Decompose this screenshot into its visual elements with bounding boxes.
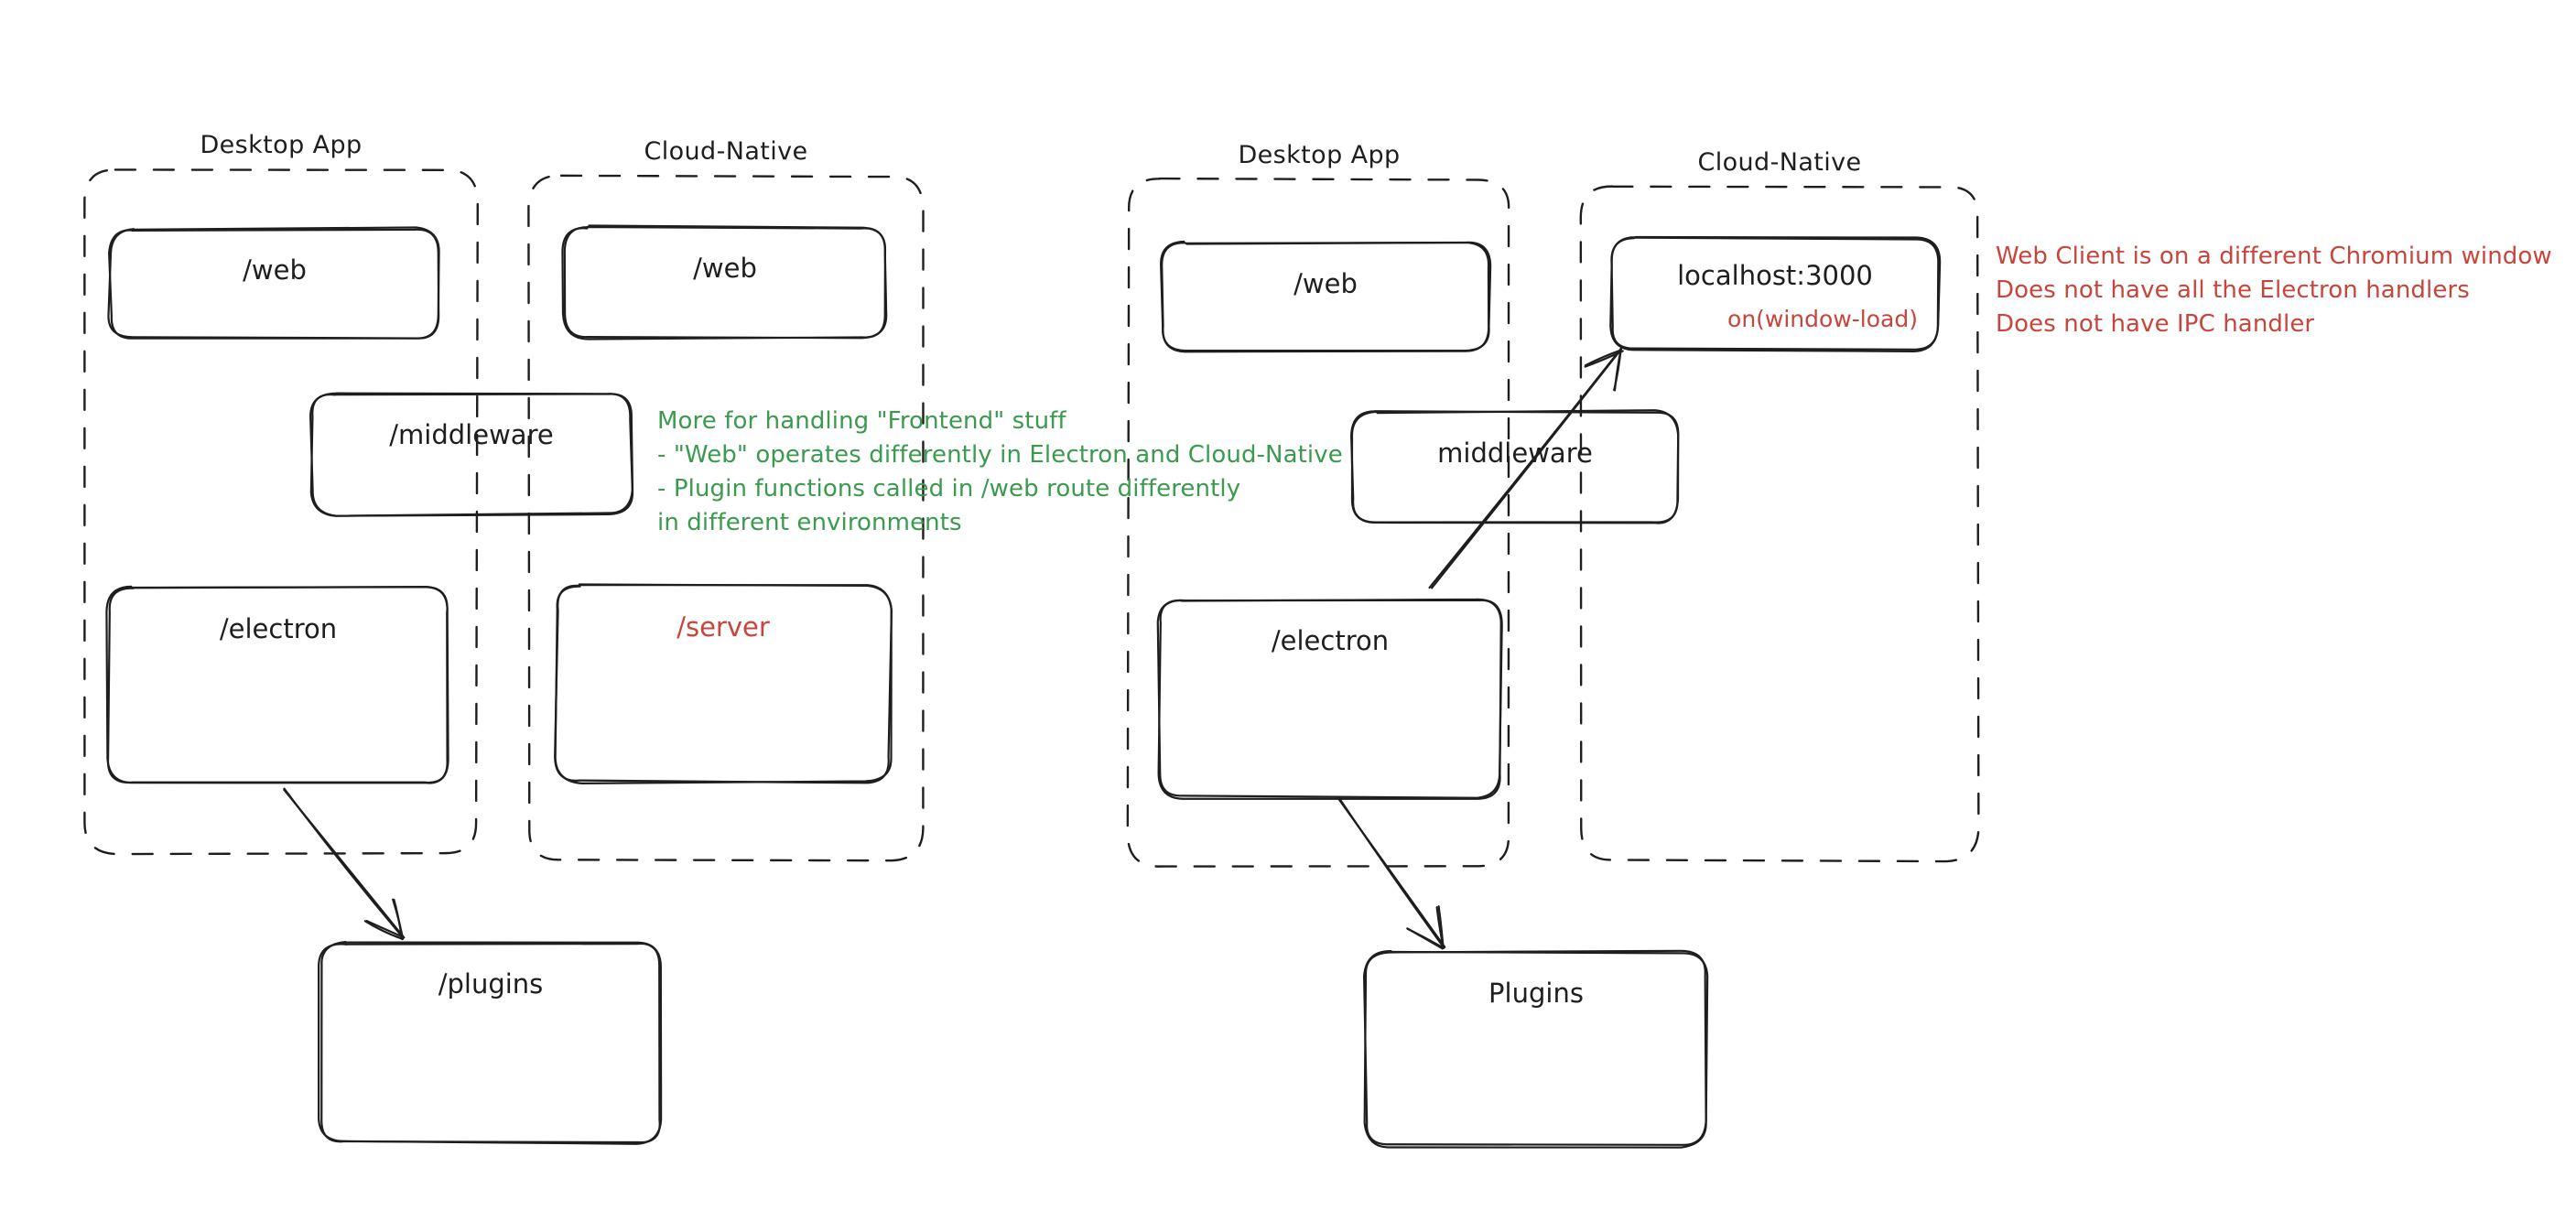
right-electron-box[interactable] (1156, 598, 1503, 800)
right-localhost-box[interactable] (1609, 235, 1942, 352)
left-web-cloud-box[interactable] (561, 224, 888, 340)
left-cloud-native-container (527, 174, 925, 862)
right-middleware-box[interactable] (1350, 409, 1680, 524)
right-electron-to-localhost (1428, 347, 1624, 589)
left-server-box[interactable] (554, 583, 893, 784)
left-electron-box[interactable] (105, 585, 449, 784)
left-desktop-app-container (83, 168, 479, 856)
right-web-box[interactable] (1160, 240, 1492, 353)
left-diagram (83, 168, 925, 1145)
left-electron-to-plugins (283, 787, 406, 941)
left-plugins-box[interactable] (318, 941, 663, 1145)
right-diagram (1126, 177, 1980, 1149)
left-middleware-box[interactable] (309, 392, 634, 517)
right-electron-to-plugins (1337, 796, 1446, 950)
left-web-desktop-box[interactable] (107, 226, 440, 340)
right-plugins-box[interactable] (1363, 949, 1709, 1149)
right-cloud-native-container (1579, 185, 1980, 863)
right-desktop-app-container (1126, 177, 1510, 868)
